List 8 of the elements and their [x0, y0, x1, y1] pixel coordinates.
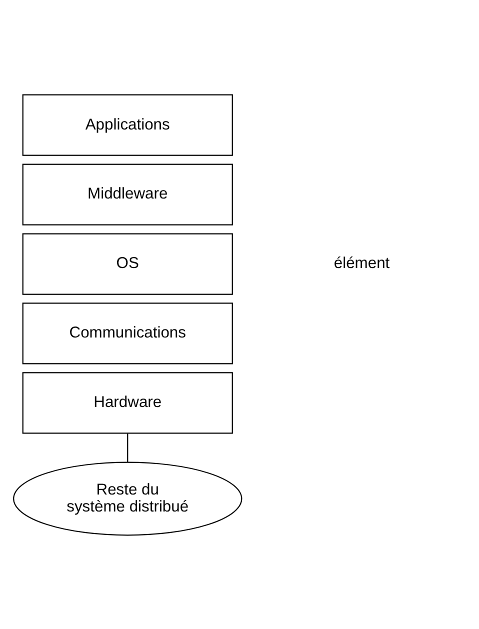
- node-ellipse: Reste du système distribué: [12, 461, 242, 536]
- node-box: OS: [22, 232, 232, 294]
- node-box: Hardware: [22, 372, 232, 434]
- node-box: Applications: [22, 94, 232, 156]
- label: élément: [333, 254, 390, 272]
- connector: [126, 433, 128, 462]
- node-box: Communications: [22, 302, 232, 364]
- node-box: Middleware: [22, 163, 232, 225]
